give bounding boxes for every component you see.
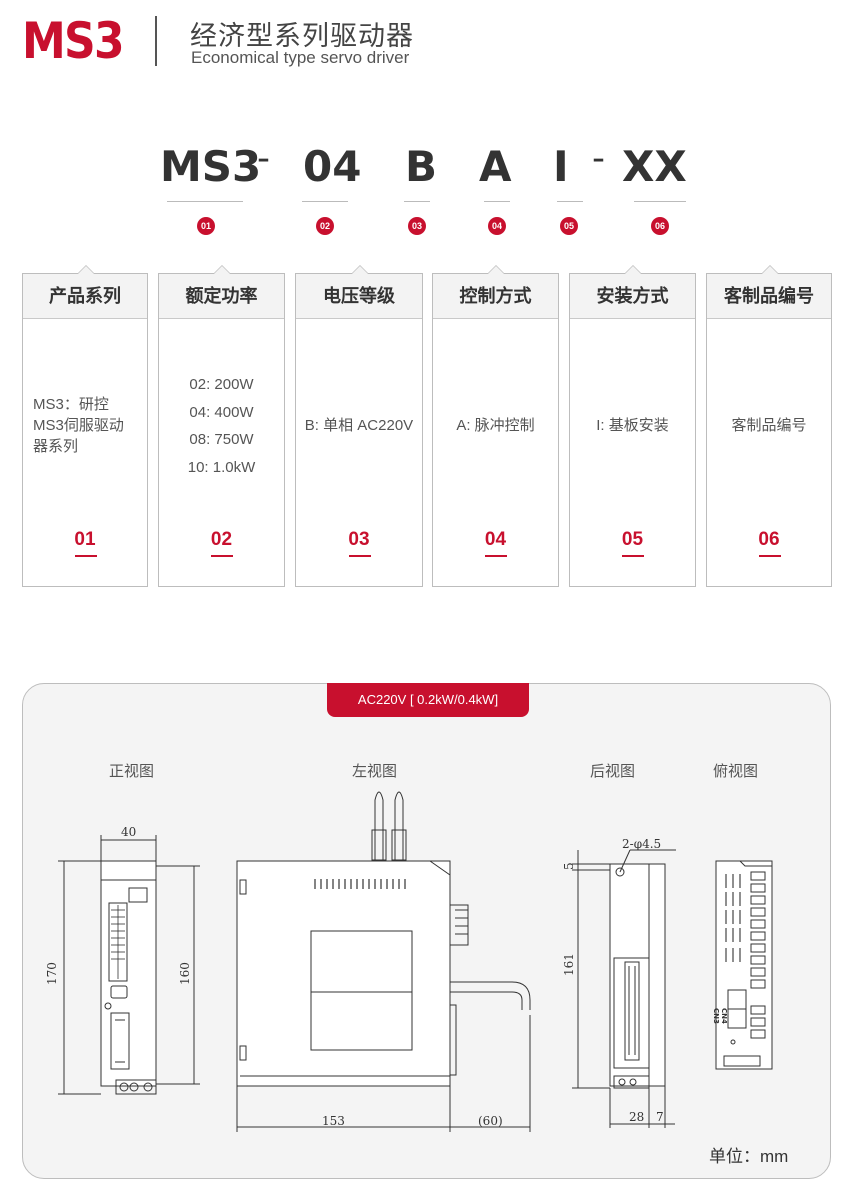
card-line: I: 基板安装 xyxy=(596,417,669,434)
rear-view-drawing xyxy=(572,849,676,1128)
card-number: 01 xyxy=(74,529,96,550)
dim-rear-top: 5 xyxy=(562,862,576,870)
header-divider xyxy=(155,16,157,66)
card-line: 04: 400W xyxy=(189,403,254,421)
card-title: 电压等级 xyxy=(296,274,422,319)
card-title: 客制品编号 xyxy=(707,274,831,319)
card-title: 安装方式 xyxy=(570,274,695,319)
card-line: 10: 1.0kW xyxy=(187,458,256,476)
top-cn4-label: CN4 xyxy=(720,1008,728,1024)
card-series: 产品系列 MS3：研控 MS3伺服驱动 器系列 01 xyxy=(22,265,148,587)
dim-side-depth: 153 xyxy=(322,1114,345,1128)
dim-front-height-outer: 170 xyxy=(45,962,59,985)
card-line: A: 脉冲控制 xyxy=(456,417,535,434)
dim-rear-hole: 2-φ4.5 xyxy=(622,837,661,851)
code-voltage: B xyxy=(405,142,438,191)
code-underline xyxy=(484,201,510,202)
code-mount: I xyxy=(553,142,569,191)
voltage-tab: AC220V [ 0.2kW/0.4kW] xyxy=(327,683,529,717)
front-view-drawing xyxy=(58,835,200,1095)
left-view-drawing xyxy=(236,791,531,1132)
card-title: 额定功率 xyxy=(159,274,284,319)
code-badge: 06 xyxy=(651,217,669,235)
card-number: 04 xyxy=(484,529,507,550)
card-line: 器系列 xyxy=(33,438,79,455)
view-label-top: 俯视图 xyxy=(713,763,759,780)
card-line: MS3伺服驱动 xyxy=(33,417,124,434)
dim-rear-w2: 7 xyxy=(656,1110,664,1124)
code-series: MS3 xyxy=(160,142,262,191)
card-mount: 安装方式 I: 基板安装 05 xyxy=(569,265,696,587)
code-badge: 03 xyxy=(408,217,426,235)
dim-rear-height: 161 xyxy=(562,953,576,976)
code-underline xyxy=(404,201,430,202)
top-cn3-label: CN3 xyxy=(712,1008,720,1024)
card-line: B: 单相 AC220V xyxy=(304,417,414,434)
card-control: 控制方式 A: 脉冲控制 04 xyxy=(432,265,559,587)
card-line: 08: 750W xyxy=(189,431,254,448)
code-badge: 04 xyxy=(488,217,506,235)
code-badge: 01 xyxy=(197,217,215,235)
page-subtitle: Economical type servo driver xyxy=(191,48,410,67)
brand-logo: MS3 xyxy=(22,12,125,70)
card-number: 05 xyxy=(621,529,644,550)
card-line: MS3：研控 xyxy=(33,396,109,413)
code-dash-2: - xyxy=(592,138,605,179)
code-underline xyxy=(557,201,583,202)
dim-front-height-inner: 160 xyxy=(178,962,192,985)
card-power: 额定功率 02: 200W 04: 400W 08: 750W 10: 1.0k… xyxy=(158,265,285,587)
unit-label: 单位：mm xyxy=(709,1147,789,1166)
card-line: 客制品编号 xyxy=(731,417,807,434)
view-label-rear: 后视图 xyxy=(590,763,636,780)
card-voltage: 电压等级 B: 单相 AC220V 03 xyxy=(295,265,423,587)
code-control: A xyxy=(479,142,512,191)
card-title: 产品系列 xyxy=(23,274,147,319)
code-badge: 02 xyxy=(316,217,334,235)
dim-side-extra: (60) xyxy=(478,1114,503,1128)
card-custom: 客制品编号 客制品编号 06 xyxy=(706,265,832,587)
code-underline xyxy=(302,201,348,202)
view-label-front: 正视图 xyxy=(109,763,155,780)
code-underline xyxy=(634,201,686,202)
page-title: 经济型系列驱动器 xyxy=(190,21,414,52)
dim-rear-w1: 28 xyxy=(629,1110,644,1124)
card-number: 06 xyxy=(758,529,780,550)
card-line: 02: 200W xyxy=(189,376,254,393)
code-custom: XX xyxy=(622,142,687,191)
card-number: 03 xyxy=(348,529,370,550)
code-power: 04 xyxy=(303,142,362,191)
top-view-drawing xyxy=(715,860,773,1070)
code-badge: 05 xyxy=(560,217,578,235)
code-underline xyxy=(167,201,243,202)
view-label-left: 左视图 xyxy=(352,763,398,780)
dim-front-width: 40 xyxy=(121,825,136,839)
code-dash-1: - xyxy=(257,138,270,179)
card-number: 02 xyxy=(210,529,233,550)
card-title: 控制方式 xyxy=(433,274,558,319)
